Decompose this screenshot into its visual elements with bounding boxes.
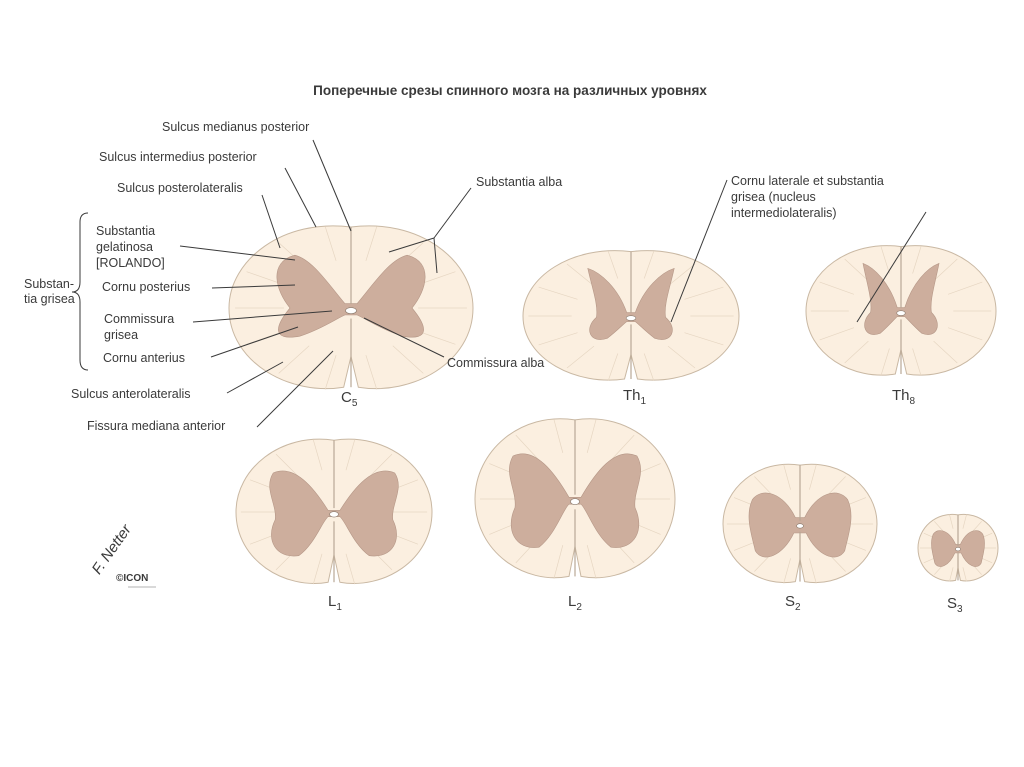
segment-letter-l1: L [328, 593, 336, 610]
segment-number-l1: 1 [336, 602, 342, 613]
label-substantia-gelatinosa-1: Substantia [96, 224, 155, 238]
label-sulcus-medianus-posterior: Sulcus medianus posterior [162, 120, 309, 134]
central-canal-c5 [346, 308, 357, 314]
label-sulcus-intermedius-posterior: Sulcus intermedius posterior [99, 150, 257, 164]
label-substantia-grisea-1: Substan- [24, 277, 74, 291]
segment-label-c5: C5 [341, 389, 358, 409]
leader-substantia-alba-1 [434, 188, 471, 238]
cross-section-s3 [918, 514, 998, 581]
central-canal-s2 [797, 524, 804, 528]
leader-sulcus-anterolateralis [227, 362, 283, 393]
central-canal-s3 [956, 547, 961, 551]
label-commissura-grisea-2: grisea [104, 328, 138, 342]
label-substantia-grisea-2: tia grisea [24, 292, 75, 306]
cross-section-th8 [806, 246, 996, 376]
segment-letter-c5: C [341, 389, 352, 406]
central-canal-th1 [626, 316, 636, 321]
label-substantia-alba: Substantia alba [476, 175, 562, 189]
segment-letter-th1: Th [623, 387, 641, 404]
label-cornu-laterale-2: grisea (nucleus [731, 190, 816, 204]
segment-number-s3: 3 [957, 604, 963, 615]
central-canal-th8 [897, 311, 906, 316]
segment-number-c5: 5 [352, 398, 358, 409]
label-cornu-posterius: Cornu posterius [102, 280, 190, 294]
label-commissura-alba: Commissura alba [447, 356, 544, 370]
label-substantia-gelatinosa-2: gelatinosa [96, 240, 153, 254]
cross-section-c5 [229, 226, 473, 390]
segment-label-th1: Th1 [623, 387, 647, 407]
cross-section-l2 [475, 419, 675, 579]
segment-letter-s2: S [785, 593, 795, 610]
artist-signature: F. Netter [89, 521, 136, 578]
central-canal-l2 [571, 499, 580, 505]
label-cornu-anterius: Cornu anterius [103, 351, 185, 365]
segment-letter-l2: L [568, 593, 576, 610]
segment-number-th8: 8 [910, 396, 916, 407]
label-sulcus-posterolateralis: Sulcus posterolateralis [117, 181, 243, 195]
central-canal-l1 [330, 512, 339, 517]
segment-label-s3: S3 [947, 595, 963, 615]
label-substantia-gelatinosa-3: [ROLANDO] [96, 256, 165, 270]
cross-section-l1 [236, 439, 432, 584]
segment-number-s2: 2 [795, 602, 801, 613]
segment-label-s2: S2 [785, 593, 801, 613]
segment-label-l2: L2 [568, 593, 582, 613]
label-cornu-laterale-3: intermediolateralis) [731, 206, 837, 220]
segment-label-th8: Th8 [892, 387, 916, 407]
publisher-logo: ©ICON [116, 573, 148, 584]
label-cornu-laterale-1: Cornu laterale et substantia [731, 174, 884, 188]
segment-label-l1: L1 [328, 593, 342, 613]
leader-sulcus-intermedius-posterior [285, 168, 316, 227]
label-sulcus-anterolateralis: Sulcus anterolateralis [71, 387, 191, 401]
segment-number-th1: 1 [641, 396, 647, 407]
segment-number-l2: 2 [576, 602, 582, 613]
cross-section-s2 [723, 464, 877, 583]
segment-letter-th8: Th [892, 387, 910, 404]
segment-letter-s3: S [947, 595, 957, 612]
cross-section-th1 [523, 251, 739, 381]
label-fissura-mediana-anterior: Fissura mediana anterior [87, 419, 225, 433]
label-commissura-grisea-1: Commissura [104, 312, 174, 326]
leader-sulcus-posterolateralis [262, 195, 280, 248]
leader-sulcus-medianus-posterior [313, 140, 351, 231]
diagram-title: Поперечные срезы спинного мозга на разли… [313, 83, 707, 98]
